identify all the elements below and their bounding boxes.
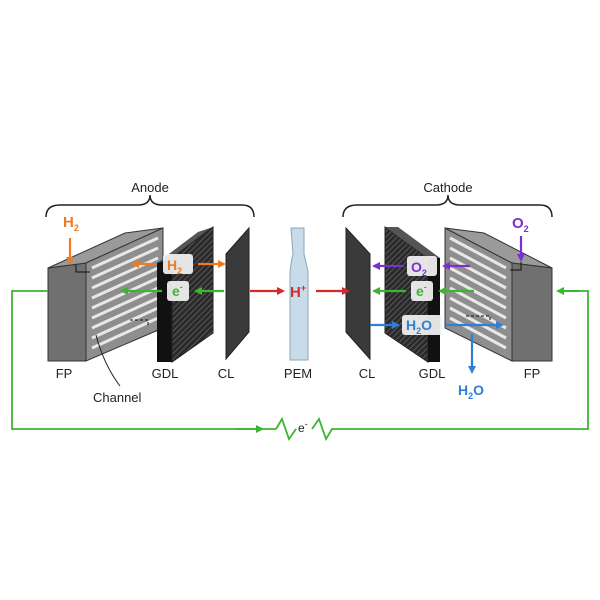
e-circuit-label: e- [298, 419, 308, 435]
h2-gdl-label: H2 [167, 257, 182, 276]
h2o-outlet-label: H2O [458, 382, 484, 401]
external-circuit [11, 290, 589, 442]
pem-label: PEM [284, 366, 312, 381]
anode-label: Anode [131, 180, 169, 195]
cl-right-label: CL [359, 366, 376, 381]
cl-left-label: CL [218, 366, 235, 381]
channel-label: Channel [93, 390, 142, 405]
h2o-gdl-label: H2O [406, 317, 432, 336]
h2-inlet-label: H2 [63, 214, 79, 233]
e-anode-box [167, 281, 189, 301]
h2-gdl-box [163, 254, 193, 274]
e-cathode-box [411, 281, 433, 301]
proton-label: H+ [290, 283, 306, 301]
anode-flow-plate [47, 227, 164, 362]
cathode-bracket [342, 194, 553, 218]
anode-catalyst-layer [225, 226, 250, 361]
channel-leader-line [95, 334, 121, 387]
gdl-left-label: GDL [152, 366, 179, 381]
h2o-gdl-box [402, 315, 442, 335]
fp-right-label: FP [524, 366, 541, 381]
o2-inlet-label: O2 [512, 215, 529, 234]
gdl-right-label: GDL [419, 366, 446, 381]
cathode-flow-plate [444, 227, 553, 362]
o2-gdl-box [407, 256, 437, 276]
pem-membrane [289, 227, 309, 361]
o2-gdl-label: O2 [411, 259, 427, 278]
e-cathode-label: e- [416, 282, 427, 299]
fp-left-label: FP [56, 366, 73, 381]
cathode-catalyst-layer [345, 226, 371, 361]
flow-channels [91, 236, 159, 350]
e-anode-label: e- [172, 282, 183, 299]
cathode-label: Cathode [423, 180, 472, 195]
anode-bracket [45, 194, 255, 218]
